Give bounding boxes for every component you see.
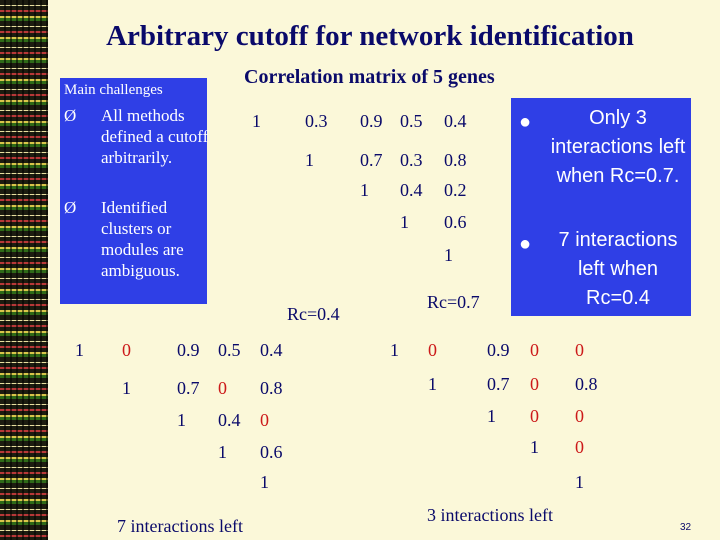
matrix-cell: 0.4: [218, 410, 241, 430]
matrix-cell: 1: [360, 180, 369, 200]
rc-0-7-label: Rc=0.7: [427, 292, 480, 312]
matrix-cell: 0: [575, 406, 584, 426]
matrix-cell: 0.5: [218, 340, 241, 360]
summary-text: 7 interactions left when Rc=0.4: [558, 229, 678, 309]
matrix-cell: 0.4: [400, 180, 423, 200]
main-challenges-box: Main challenges Ø All methods defined a …: [60, 78, 208, 304]
matrix-cell: 0: [218, 378, 227, 398]
matrix-cell: 1: [122, 378, 131, 398]
interactions-summary-box: ● Only 3 interactions left when Rc=0.7. …: [511, 98, 691, 316]
matrix-cell: 1: [305, 150, 314, 170]
matrix-cell: 1: [75, 340, 84, 360]
matrix-cell: 0.8: [444, 150, 467, 170]
slide-title: Arbitrary cutoff for network identificat…: [106, 20, 634, 52]
matrix-cell: 0: [530, 406, 539, 426]
matrix-cell: 1: [252, 111, 261, 131]
challenge-text: Identified clusters or modules are ambig…: [101, 198, 184, 280]
challenge-item: Ø Identified clusters or modules are amb…: [64, 197, 184, 280]
matrix-cell: 1: [177, 410, 186, 430]
matrix-cell: 1: [530, 437, 539, 457]
rc-0-7-caption: 3 interactions left: [427, 505, 553, 525]
matrix-cell: 0.8: [260, 378, 283, 398]
matrix-cell: 1: [390, 340, 399, 360]
matrix-cell: 0: [260, 410, 269, 430]
rc-0-4-label: Rc=0.4: [287, 304, 340, 324]
matrix-cell: 1: [260, 472, 269, 492]
matrix-cell: 0.4: [444, 111, 467, 131]
matrix-cell: 0.9: [177, 340, 200, 360]
bullet-dot-icon: ●: [519, 233, 532, 255]
matrix-cell: 0.4: [260, 340, 283, 360]
arrow-bullet-icon: Ø: [64, 106, 77, 125]
matrix-cell: 1: [487, 406, 496, 426]
matrix-cell: 0.5: [400, 111, 423, 131]
matrix-cell: 0.3: [400, 150, 423, 170]
matrix-cell: 0: [530, 374, 539, 394]
challenge-text: All methods defined a cutoff arbitrarily…: [101, 106, 209, 167]
summary-item: ● Only 3 interactions left when Rc=0.7.: [519, 104, 691, 191]
bullet-dot-icon: ●: [519, 111, 532, 133]
matrix-cell: 0: [428, 340, 437, 360]
matrix-cell: 1: [218, 442, 227, 462]
matrix-cell: 0.7: [360, 150, 383, 170]
correlation-matrix-title: Correlation matrix of 5 genes: [244, 66, 495, 88]
matrix-cell: 0: [122, 340, 131, 360]
matrix-cell: 0.9: [487, 340, 510, 360]
decorative-side-strip: [0, 0, 48, 540]
challenge-item: Ø All methods defined a cutoff arbitrari…: [64, 105, 208, 167]
matrix-cell: 0.8: [575, 374, 598, 394]
matrix-cell: 0: [575, 340, 584, 360]
main-challenges-heading: Main challenges: [64, 82, 163, 98]
summary-item: ● 7 interactions left when Rc=0.4: [519, 226, 691, 313]
rc-0-4-caption: 7 interactions left: [117, 516, 243, 536]
matrix-cell: 0.2: [444, 180, 467, 200]
summary-text: Only 3 interactions left when Rc=0.7.: [550, 107, 686, 187]
matrix-cell: 0.6: [444, 212, 467, 232]
matrix-cell: 0.7: [177, 378, 200, 398]
matrix-cell: 1: [575, 472, 584, 492]
matrix-cell: 0: [530, 340, 539, 360]
matrix-cell: 0.6: [260, 442, 283, 462]
page-number: 32: [680, 522, 692, 533]
matrix-cell: 1: [444, 245, 453, 265]
arrow-bullet-icon: Ø: [64, 198, 77, 217]
matrix-cell: 0.7: [487, 374, 510, 394]
matrix-cell: 1: [400, 212, 409, 232]
matrix-cell: 0: [575, 437, 584, 457]
matrix-cell: 1: [428, 374, 437, 394]
matrix-cell: 0.3: [305, 111, 328, 131]
matrix-cell: 0.9: [360, 111, 383, 131]
